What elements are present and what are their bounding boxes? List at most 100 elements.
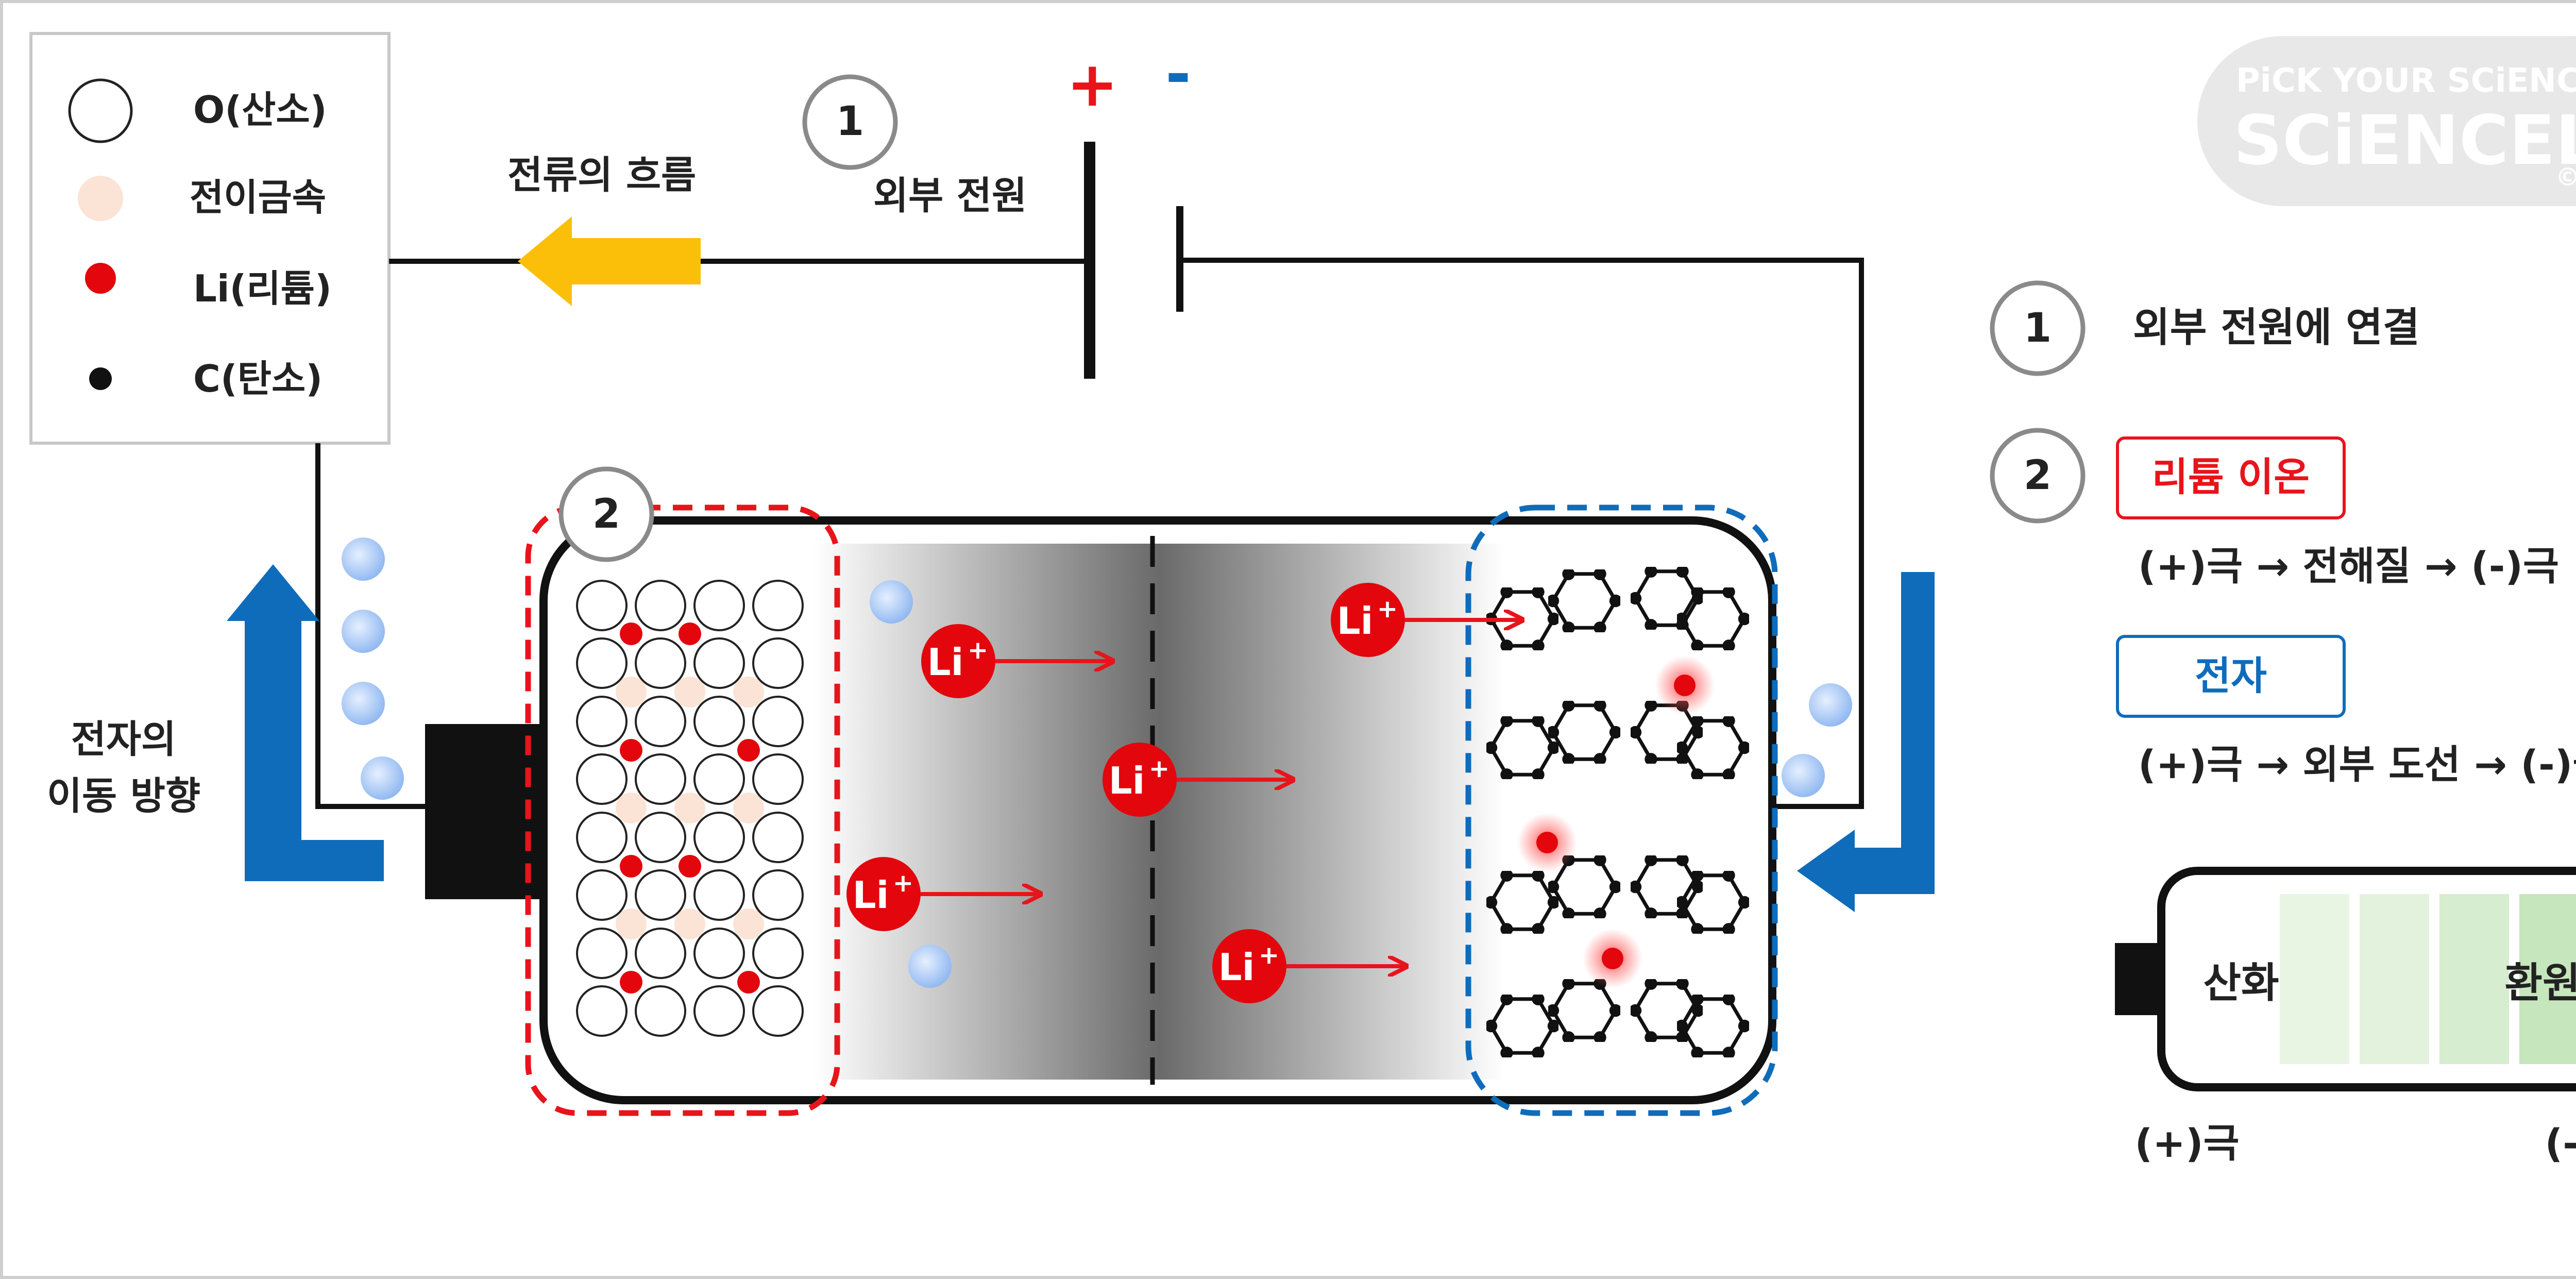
step1-badge-top-number: 1 bbox=[836, 98, 864, 145]
legend-lithium-label: Li(리튬) bbox=[193, 267, 332, 310]
oxygen-atom bbox=[635, 812, 686, 863]
electron-direction-line1: 전자의 bbox=[71, 717, 176, 762]
legend-carbon-marker bbox=[89, 367, 112, 390]
electron bbox=[342, 682, 385, 725]
lithium-ion-circle bbox=[846, 857, 921, 931]
watermark-tagline: PiCK YOUR SCiENCE bbox=[2236, 62, 2576, 100]
plus-sign: + bbox=[1066, 49, 1118, 121]
oxygen-atom bbox=[752, 928, 804, 979]
oxygen-atom bbox=[576, 812, 628, 863]
step1-badge-top bbox=[802, 74, 898, 170]
electron-tag bbox=[2116, 635, 2346, 718]
lithium-ion: Li + bbox=[1212, 929, 1406, 1003]
negative-terminal-label: (-)극 bbox=[2545, 1120, 2576, 1166]
electron bbox=[342, 610, 385, 653]
lithium-ion-charge: + bbox=[1149, 754, 1170, 783]
transition-metal-atom bbox=[674, 677, 705, 708]
legend: O(산소) 전이금속 Li(리튬) C(탄소) bbox=[29, 32, 391, 445]
lithium-ion-label: Li bbox=[1109, 759, 1145, 802]
oxygen-atom bbox=[635, 985, 686, 1037]
lithium-ion-charge: + bbox=[1377, 595, 1398, 624]
oxygen-atom bbox=[693, 985, 745, 1037]
transition-metal-atom bbox=[674, 793, 705, 823]
legend-transition-metal-label: 전이금속 bbox=[190, 176, 326, 219]
battery-icon-cell-3 bbox=[2439, 894, 2509, 1064]
lithium-atom bbox=[679, 855, 701, 878]
reduction-label: 환원 bbox=[2504, 959, 2576, 1007]
oxygen-atom bbox=[576, 753, 628, 805]
intercalated-lithium bbox=[1536, 832, 1558, 853]
oxygen-atom bbox=[693, 580, 745, 631]
legend-transition-metal-marker bbox=[78, 176, 123, 221]
current-flow-label: 전류의 흐름 bbox=[507, 153, 696, 197]
electron bbox=[342, 537, 385, 581]
lithium-ion: Li + bbox=[1331, 583, 1522, 657]
anode-region-outline bbox=[1465, 504, 1778, 1116]
cathode-lattice bbox=[576, 580, 804, 1037]
watermark-copyright: © bbox=[2555, 163, 2576, 192]
lithium-ion: Li + bbox=[846, 857, 1041, 931]
oxygen-atom bbox=[576, 869, 628, 921]
electron-tag-text: 전자 bbox=[2195, 653, 2267, 699]
oxygen-atom bbox=[752, 637, 804, 689]
electron-flow-arrow-left bbox=[227, 564, 384, 881]
lithium-atom bbox=[620, 855, 642, 878]
sciencely-watermark: PiCK YOUR SCiENCE SCiENCELY :) © bbox=[2197, 36, 2576, 206]
transition-metal-atom bbox=[733, 677, 764, 708]
wire-right bbox=[1180, 258, 1864, 809]
electron-path: (+)극 → 외부 도선 → (-)극 bbox=[2138, 742, 2576, 787]
oxygen-atom bbox=[752, 696, 804, 747]
battery-icon: 산화 환원 (+)극 (-)극 bbox=[2115, 867, 2576, 1166]
steps-panel: 1 외부 전원에 연결 2 리튬 이온 (+)극 → 전해질 → (-)극 전자… bbox=[1990, 280, 2576, 787]
step1-badge bbox=[1990, 280, 2086, 376]
cell-terminal bbox=[425, 724, 544, 899]
electron-direction-line2: 이동 방향 bbox=[47, 774, 200, 818]
oxygen-atom bbox=[635, 928, 686, 979]
oxygen-atom bbox=[693, 696, 745, 747]
oxygen-atom bbox=[752, 812, 804, 863]
lithium-ion-circle bbox=[1103, 743, 1177, 817]
positive-terminal-label: (+)극 bbox=[2134, 1120, 2239, 1166]
lithium-ion-label: Li bbox=[1218, 946, 1255, 989]
lithium-ion-circle bbox=[1331, 583, 1405, 657]
step2-badge-cell bbox=[558, 466, 654, 562]
oxygen-atom bbox=[752, 985, 804, 1037]
watermark-pill bbox=[2197, 36, 2576, 206]
electron bbox=[1782, 754, 1825, 797]
battery-icon-cell-2 bbox=[2360, 894, 2429, 1064]
step2-badge-cell-number: 2 bbox=[592, 491, 620, 537]
oxygen-atom bbox=[752, 753, 804, 805]
step1-badge-number: 1 bbox=[2024, 305, 2052, 351]
oxygen-atom bbox=[576, 985, 628, 1037]
oxygen-atom bbox=[635, 696, 686, 747]
lithium-ion-label: Li bbox=[1337, 599, 1374, 643]
lithium-ion-charge: + bbox=[968, 636, 988, 665]
step2-badge bbox=[1990, 428, 2086, 524]
lithium-ion: Li + bbox=[921, 624, 1113, 698]
lithium-atom bbox=[679, 622, 701, 645]
lithium-ion-circle bbox=[1212, 929, 1286, 1003]
lithium-ion-charge: + bbox=[893, 869, 913, 898]
oxygen-atom bbox=[693, 869, 745, 921]
lithium-atom bbox=[620, 971, 642, 994]
lithium-ion: Li + bbox=[1103, 743, 1293, 817]
oxygen-atom bbox=[693, 753, 745, 805]
oxygen-atom bbox=[635, 580, 686, 631]
oxygen-atom bbox=[576, 696, 628, 747]
oxygen-atom bbox=[635, 753, 686, 805]
intercalated-lithium bbox=[1674, 675, 1696, 696]
transition-metal-atom bbox=[616, 908, 647, 939]
lithium-atom bbox=[620, 739, 642, 762]
legend-carbon-label: C(탄소) bbox=[193, 357, 323, 400]
circuit-wires bbox=[315, 258, 1864, 809]
lithium-ion-label: Li bbox=[853, 873, 889, 917]
electron bbox=[870, 580, 913, 624]
oxygen-atom bbox=[693, 812, 745, 863]
lithium-ion-label: Li bbox=[927, 641, 964, 684]
wire-left-down bbox=[315, 443, 428, 809]
oxidation-label: 산화 bbox=[2203, 959, 2279, 1007]
watermark-smiley: :) bbox=[2568, 87, 2576, 189]
transition-metal-atom bbox=[733, 908, 764, 939]
lithium-ion-tag bbox=[2116, 436, 2346, 519]
